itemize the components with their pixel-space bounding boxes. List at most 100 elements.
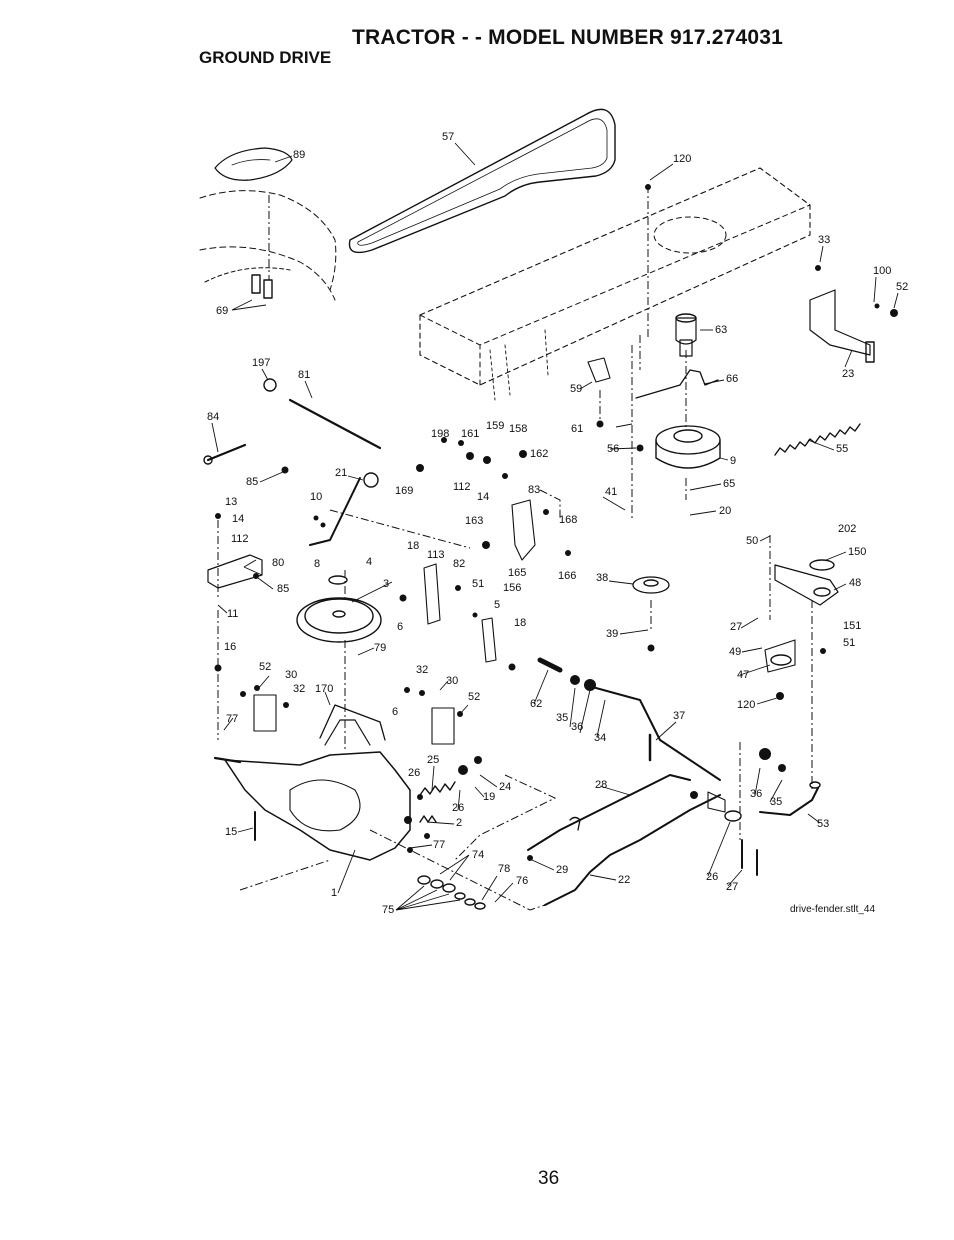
fender-outline (199, 190, 337, 291)
callout-label: 8 (314, 558, 320, 570)
page-number: 36 (538, 1168, 560, 1189)
callout-label: 51 (472, 578, 484, 590)
callout-label: 49 (729, 646, 741, 658)
callout-label: 26 (408, 767, 420, 779)
callout-label: 170 (315, 683, 333, 695)
callout-label: 36 (750, 788, 762, 800)
callout-label: 39 (606, 628, 618, 640)
callout-label: 23 (842, 368, 854, 380)
callout-label: 9 (730, 455, 736, 467)
callout-label: 77 (433, 839, 445, 851)
callout-label: 80 (272, 557, 284, 569)
callout-label: 85 (277, 583, 289, 595)
callout-label: 35 (556, 712, 568, 724)
callout-label: 16 (224, 641, 236, 653)
callout-label: 32 (293, 683, 305, 695)
engine-pulley (675, 317, 697, 357)
callout-label: 5 (494, 599, 500, 611)
callout-label: 18 (407, 540, 419, 552)
callout-label: 13 (225, 496, 237, 508)
file-reference: drive-fender.stlt_44 (790, 904, 876, 915)
callout-label: 162 (530, 448, 548, 460)
callout-label: 27 (730, 621, 742, 633)
callout-label: 6 (392, 706, 398, 718)
frame (419, 167, 811, 386)
callout-label: 69 (216, 305, 228, 317)
callout-label: 10 (310, 491, 322, 503)
callout-label: 158 (509, 423, 527, 435)
transmission-pulley (296, 597, 382, 643)
callout-label: 89 (293, 149, 305, 161)
callout-label: 4 (366, 556, 372, 568)
callout-label: 83 (528, 484, 540, 496)
page-title: TRACTOR - - MODEL NUMBER 917.274031 (352, 26, 783, 49)
callout-label: 202 (838, 523, 856, 535)
callout-label: 166 (558, 570, 576, 582)
callout-label: 30 (446, 675, 458, 687)
callout-label: 15 (225, 826, 237, 838)
callout-label: 197 (252, 357, 270, 369)
shift-rod (288, 398, 382, 450)
callout-label: 27 (726, 881, 738, 893)
callout-label: 22 (618, 874, 630, 886)
callout-label: 41 (605, 486, 617, 498)
callout-label: 6 (397, 621, 403, 633)
callout-label: 14 (232, 513, 244, 525)
callout-label: 161 (461, 428, 479, 440)
callout-label: 168 (559, 514, 577, 526)
callout-label: 65 (723, 478, 735, 490)
callout-label: 120 (673, 153, 691, 165)
callout-label: 198 (431, 428, 449, 440)
callout-label: 14 (477, 491, 489, 503)
callout-label: 84 (207, 411, 219, 423)
callout-label: 52 (259, 661, 271, 673)
callout-label: 21 (335, 467, 347, 479)
callout-label: 112 (231, 533, 249, 545)
bracket-23 (809, 289, 871, 356)
idler-pulley-38 (632, 576, 670, 594)
callout-label: 59 (570, 383, 582, 395)
drive-belt (348, 108, 616, 254)
callout-label: 32 (416, 664, 428, 676)
callout-label: 74 (472, 849, 484, 861)
callout-label: 62 (530, 698, 542, 710)
spring-55 (774, 423, 861, 456)
callout-label: 35 (770, 796, 782, 808)
callout-label: 156 (503, 582, 521, 594)
section-title: GROUND DRIVE (199, 48, 332, 67)
callout-label: 113 (427, 549, 445, 561)
callout-label: 151 (843, 620, 861, 632)
callout-label: 57 (442, 131, 454, 143)
callout-label: 120 (737, 699, 755, 711)
callout-label: 18 (514, 617, 526, 629)
callout-label: 61 (571, 423, 583, 435)
callout-label: 37 (673, 710, 685, 722)
callout-label: 163 (465, 515, 483, 527)
callout-label: 81 (298, 369, 310, 381)
callout-label: 34 (594, 732, 606, 744)
callout-label: 82 (453, 558, 465, 570)
callout-label: 112 (453, 481, 471, 493)
callout-label: 26 (706, 871, 718, 883)
callout-label: 52 (896, 281, 908, 293)
callout-label: 78 (498, 863, 510, 875)
callout-label: 33 (818, 234, 830, 246)
callout-label: 11 (227, 608, 238, 620)
shift-rod-34 (584, 684, 721, 781)
callout-label: 63 (715, 324, 727, 336)
callout-label: 20 (719, 505, 731, 517)
callout-label: 25 (427, 754, 439, 766)
callout-label: 75 (382, 904, 394, 916)
callout-label: 165 (508, 567, 526, 579)
callout-label: 169 (395, 485, 413, 497)
transaxle (224, 751, 411, 861)
callout-label: 24 (499, 781, 511, 793)
callout-label: 76 (516, 875, 528, 887)
callout-label: 85 (246, 476, 258, 488)
callout-label: 53 (817, 818, 829, 830)
callout-label: 38 (596, 572, 608, 584)
callout-label: 28 (595, 779, 607, 791)
callout-label: 47 (737, 669, 749, 681)
callout-label: 2 (456, 817, 462, 829)
